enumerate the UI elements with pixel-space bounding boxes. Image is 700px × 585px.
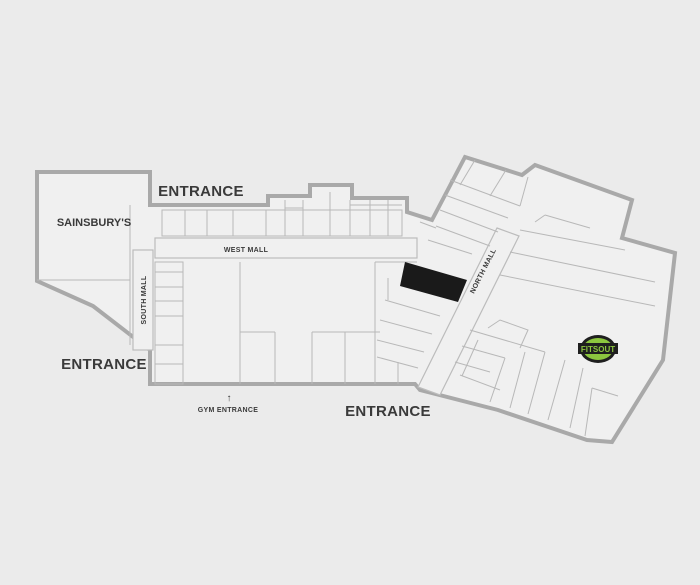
north-east-upper-units: [435, 159, 529, 247]
north-mall-east-units: [454, 214, 656, 437]
south-mall-label: SOUTH MALL: [141, 275, 148, 324]
north-mall-west-units: [376, 221, 473, 369]
gym-entrance-label[interactable]: GYM ENTRANCE: [198, 407, 258, 414]
entrance-top-label[interactable]: ENTRANCE: [158, 183, 244, 200]
top-row-units: [161, 192, 403, 237]
gym-entrance-arrow-icon: ↑: [227, 393, 232, 404]
sainsburys-store[interactable]: SAINSBURY'S: [37, 205, 131, 345]
west-mall-corridor: WEST MALL: [154, 237, 418, 259]
fitsout-logo[interactable]: FITSOUT: [578, 335, 618, 363]
central-units: [239, 261, 417, 384]
entrance-left-label[interactable]: ENTRANCE: [61, 356, 147, 373]
fitsout-logo-text: FITSOUT: [581, 345, 615, 354]
sainsburys-label: SAINSBURY'S: [57, 217, 131, 229]
south-mall-corridor: SOUTH MALL: [132, 249, 154, 351]
entrance-bottom-label[interactable]: ENTRANCE: [345, 403, 431, 420]
south-mall-units: [154, 261, 184, 385]
highlighted-unit[interactable]: [400, 262, 467, 302]
building-outline: [35, 154, 678, 445]
north-mall-corridor: NORTH MALL: [417, 227, 520, 396]
west-mall-label: WEST MALL: [224, 247, 269, 254]
